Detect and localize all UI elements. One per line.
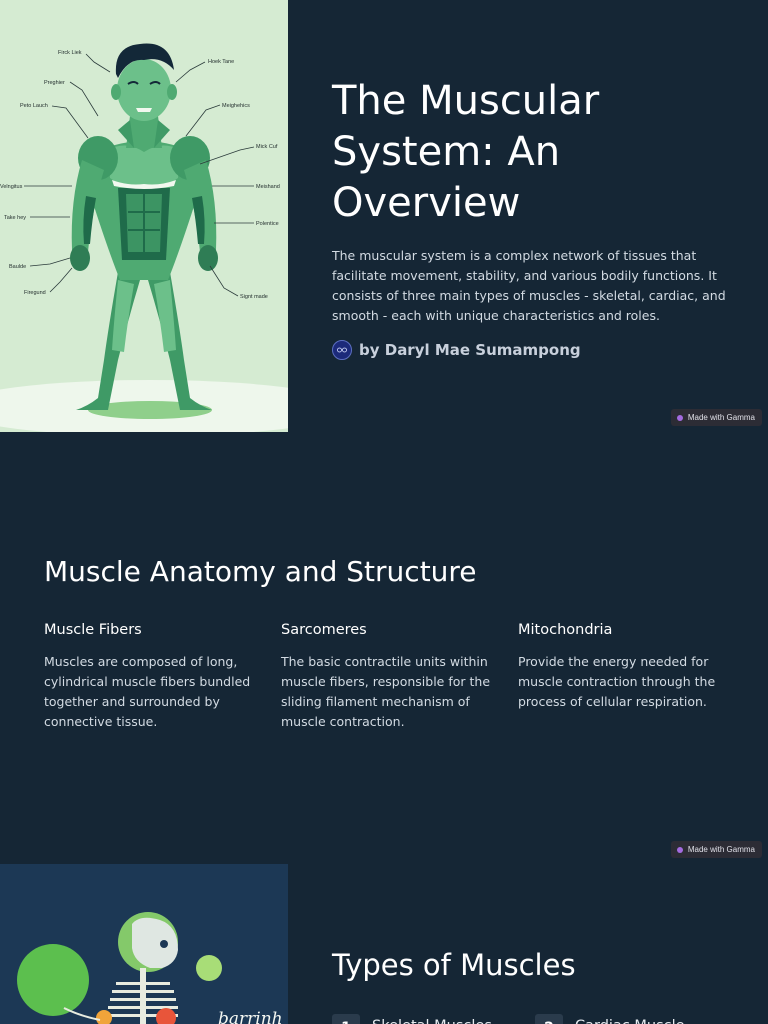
avatar-icon bbox=[337, 347, 347, 353]
label-firck-liek: Firck Liek bbox=[58, 50, 82, 56]
column-text: Muscles are composed of long, cylindrica… bbox=[44, 654, 251, 729]
label-meishand: Meishand bbox=[256, 184, 280, 190]
column-muscle-fibers: Muscle Fibers Muscles are composed of lo… bbox=[44, 622, 254, 732]
intro-paragraph: The muscular system is a complex network… bbox=[332, 248, 726, 323]
muscular-system-illustration: Firck Liek Preghier Peto Lauch Velngitus… bbox=[0, 0, 350, 432]
label-signt-made: Signt made bbox=[240, 294, 268, 300]
label-baulde: Baulde bbox=[9, 264, 26, 270]
column-mitochondria: Mitochondria Provide the energy needed f… bbox=[518, 622, 728, 712]
item-number-badge: 1 bbox=[332, 1014, 360, 1024]
avatar bbox=[332, 340, 352, 360]
page-title: The Muscular System: An Overview bbox=[332, 78, 600, 226]
author-line: by Daryl Mae Sumampong bbox=[332, 339, 581, 361]
column-text: Provide the energy needed for muscle con… bbox=[518, 654, 716, 709]
badge-label: Made with Gamma bbox=[687, 845, 755, 854]
column-text: The basic contractile units within muscl… bbox=[281, 654, 491, 729]
type-item-cardiac: 2 Cardiac Muscle bbox=[535, 1014, 685, 1024]
column-title: Sarcomeres bbox=[281, 622, 367, 638]
section-heading: Types of Muscles bbox=[332, 948, 576, 982]
author-name: by Daryl Mae Sumampong bbox=[359, 341, 581, 359]
column-title: Muscle Fibers bbox=[44, 622, 142, 638]
item-label: Skeletal Muscles bbox=[372, 1016, 492, 1024]
slide-anatomy: Muscle Anatomy and Structure Muscle Fibe… bbox=[0, 432, 768, 864]
type-item-skeletal: 1 Skeletal Muscles bbox=[332, 1014, 492, 1024]
gamma-logo-icon bbox=[676, 414, 683, 421]
label-take-hey: Take hey bbox=[4, 215, 26, 221]
slide-types: barrinh Types of Muscles 1 Skeletal Musc… bbox=[0, 864, 768, 1024]
made-with-gamma-badge[interactable]: Made with Gamma bbox=[670, 841, 762, 858]
item-number-badge: 2 bbox=[535, 1014, 563, 1024]
label-polentice: Polentice bbox=[256, 221, 279, 227]
skeleton-illustration: barrinh bbox=[0, 864, 288, 1024]
slide-overview: Firck Liek Preghier Peto Lauch Velngitus… bbox=[0, 0, 768, 432]
item-label: Cardiac Muscle bbox=[575, 1016, 685, 1024]
label-mick-cuf: Mick Cuf bbox=[256, 144, 278, 150]
label-velngitus: Velngitus bbox=[0, 184, 23, 190]
image-caption-text: barrinh bbox=[218, 1009, 283, 1024]
label-hoek-tane: Hoek Tane bbox=[208, 59, 234, 65]
label-firegund: Firegund bbox=[24, 290, 46, 296]
column-sarcomeres: Sarcomeres The basic contractile units w… bbox=[281, 622, 491, 732]
badge-label: Made with Gamma bbox=[687, 413, 755, 422]
label-meighehics: Meighehics bbox=[222, 103, 250, 109]
label-preghier: Preghier bbox=[44, 80, 65, 86]
made-with-gamma-badge[interactable]: Made with Gamma bbox=[670, 409, 762, 426]
section-heading: Muscle Anatomy and Structure bbox=[44, 555, 477, 588]
label-peto-lauch: Peto Lauch bbox=[20, 103, 48, 109]
column-title: Mitochondria bbox=[518, 622, 613, 638]
gamma-logo-icon bbox=[676, 846, 683, 853]
